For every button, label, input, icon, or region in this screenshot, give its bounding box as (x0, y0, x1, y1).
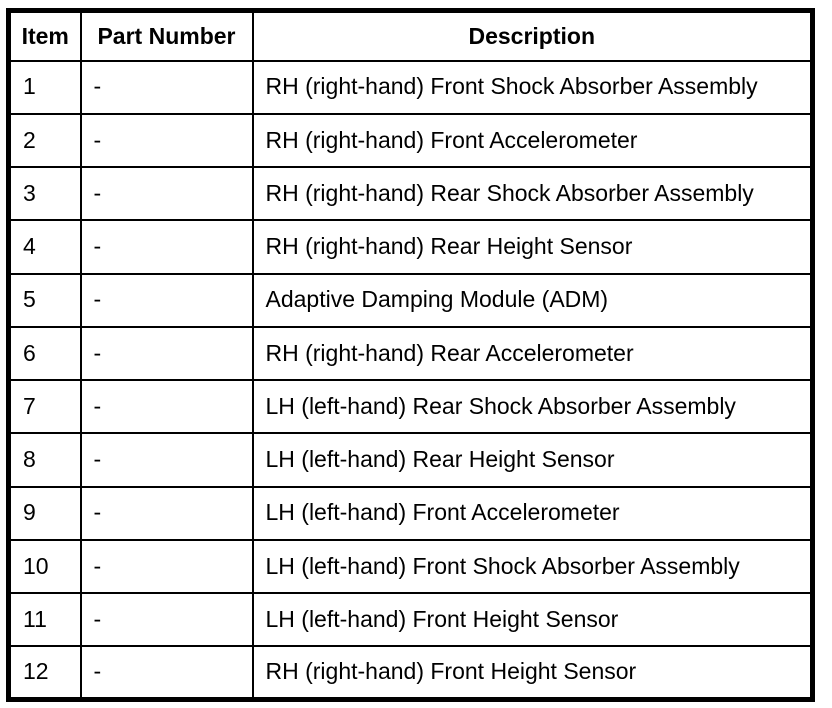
parts-table: Item Part Number Description 1 - RH (rig… (6, 8, 815, 703)
cell-description: LH (left-hand) Rear Height Sensor (251, 432, 815, 488)
cell-item: 5 (6, 272, 82, 328)
table-row: 12 - RH (right-hand) Front Height Sensor (6, 645, 815, 703)
table-row: 9 - LH (left-hand) Front Accelerometer (6, 485, 815, 541)
cell-item: 9 (6, 485, 82, 541)
cell-part-number: - (79, 591, 254, 648)
cell-part-number: - (79, 165, 254, 222)
cell-item: 8 (6, 432, 82, 488)
cell-item: 4 (6, 219, 82, 275)
header-item: Item (6, 8, 82, 62)
cell-description: RH (right-hand) Front Accelerometer (251, 112, 815, 169)
cell-description: RH (right-hand) Rear Height Sensor (251, 219, 815, 275)
table-row: 10 - LH (left-hand) Front Shock Absorber… (6, 538, 815, 595)
cell-item: 6 (6, 325, 82, 382)
table-row: 8 - LH (left-hand) Rear Height Sensor (6, 432, 815, 488)
cell-part-number: - (79, 112, 254, 169)
cell-part-number: - (79, 219, 254, 275)
cell-description: RH (right-hand) Front Height Sensor (251, 645, 815, 703)
cell-part-number: - (79, 432, 254, 488)
cell-part-number: - (79, 538, 254, 595)
cell-part-number: - (79, 645, 254, 703)
cell-description: RH (right-hand) Rear Accelerometer (251, 325, 815, 382)
cell-description: LH (left-hand) Front Accelerometer (251, 485, 815, 541)
cell-item: 7 (6, 378, 82, 435)
table-row: 5 - Adaptive Damping Module (ADM) (6, 272, 815, 328)
cell-part-number: - (79, 485, 254, 541)
cell-part-number: - (79, 325, 254, 382)
cell-description: LH (left-hand) Rear Shock Absorber Assem… (251, 378, 815, 435)
cell-part-number: - (79, 59, 254, 115)
table-row: 1 - RH (right-hand) Front Shock Absorber… (6, 59, 815, 115)
cell-item: 10 (6, 538, 82, 595)
cell-item: 2 (6, 112, 82, 169)
cell-item: 12 (6, 645, 82, 703)
table-row: 11 - LH (left-hand) Front Height Sensor (6, 591, 815, 648)
table-row: 6 - RH (right-hand) Rear Accelerometer (6, 325, 815, 382)
cell-description: RH (right-hand) Front Shock Absorber Ass… (251, 59, 815, 115)
cell-description: Adaptive Damping Module (ADM) (251, 272, 815, 328)
cell-description: LH (left-hand) Front Height Sensor (251, 591, 815, 648)
table-row: 7 - LH (left-hand) Rear Shock Absorber A… (6, 378, 815, 435)
cell-description: LH (left-hand) Front Shock Absorber Asse… (251, 538, 815, 595)
cell-item: 1 (6, 59, 82, 115)
cell-item: 11 (6, 591, 82, 648)
cell-part-number: - (79, 272, 254, 328)
cell-part-number: - (79, 378, 254, 435)
header-description: Description (251, 8, 815, 62)
table-row: 2 - RH (right-hand) Front Accelerometer (6, 112, 815, 169)
table-row: 4 - RH (right-hand) Rear Height Sensor (6, 219, 815, 275)
cell-description: RH (right-hand) Rear Shock Absorber Asse… (251, 165, 815, 222)
table-row: 3 - RH (right-hand) Rear Shock Absorber … (6, 165, 815, 222)
table-header-row: Item Part Number Description (6, 8, 815, 62)
header-part-number: Part Number (79, 8, 254, 62)
cell-item: 3 (6, 165, 82, 222)
